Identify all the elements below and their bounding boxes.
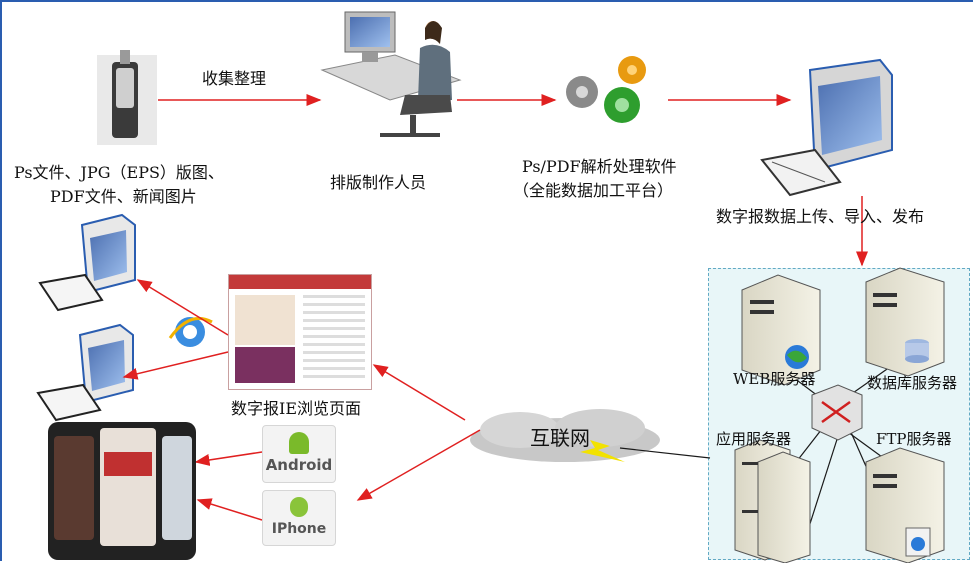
- software-label-line1: Ps/PDF解析处理软件: [522, 157, 677, 176]
- iphone-label: IPhone: [271, 521, 327, 537]
- internet-cloud-icon: [470, 409, 660, 462]
- iphone-badge: IPhone: [262, 490, 336, 546]
- ie-browser-icon: [168, 317, 213, 347]
- collect-label: 收集整理: [202, 69, 267, 88]
- sources-label-line2: PDF文件、新闻图片: [50, 187, 197, 206]
- db-server-icon: [865, 267, 945, 377]
- client-monitor-bottom: [36, 323, 134, 422]
- flow-arrows: [122, 94, 868, 521]
- android-logo-icon: [289, 432, 309, 454]
- sources-label-line1: Ps文件、JPG（EPS）版图、: [14, 163, 224, 182]
- ftp-server-icon: [865, 447, 945, 563]
- app-server-label: 应用服务器: [716, 430, 792, 448]
- web-server-icon: [741, 274, 821, 386]
- smartphones-image: [48, 422, 196, 560]
- apple-logo-icon: [290, 497, 308, 517]
- ie-page-label: 数字报IE浏览页面: [231, 399, 362, 418]
- typesetter-label: 排版制作人员: [330, 173, 427, 192]
- network-switch-icon: [811, 384, 863, 441]
- software-label-line2: （全能数据加工平台）: [513, 181, 674, 200]
- crt-monitor-icon: [760, 58, 893, 197]
- web-server-label: WEB服务器: [733, 370, 816, 388]
- internet-label: 互联网: [530, 426, 590, 450]
- ftp-server-label: FTP服务器: [876, 430, 952, 448]
- publish-label: 数字报数据上传、导入、发布: [716, 207, 925, 226]
- db-server-label: 数据库服务器: [867, 374, 958, 392]
- usb-drive-icon: [97, 50, 157, 145]
- gears-icon: [566, 56, 646, 123]
- android-label: Android: [265, 456, 333, 474]
- client-monitor-top: [38, 213, 136, 312]
- android-badge: Android: [262, 425, 336, 483]
- app-server-icon: [734, 439, 811, 563]
- person-at-computer-icon: [320, 11, 462, 137]
- ie-page-screenshot: [228, 274, 372, 390]
